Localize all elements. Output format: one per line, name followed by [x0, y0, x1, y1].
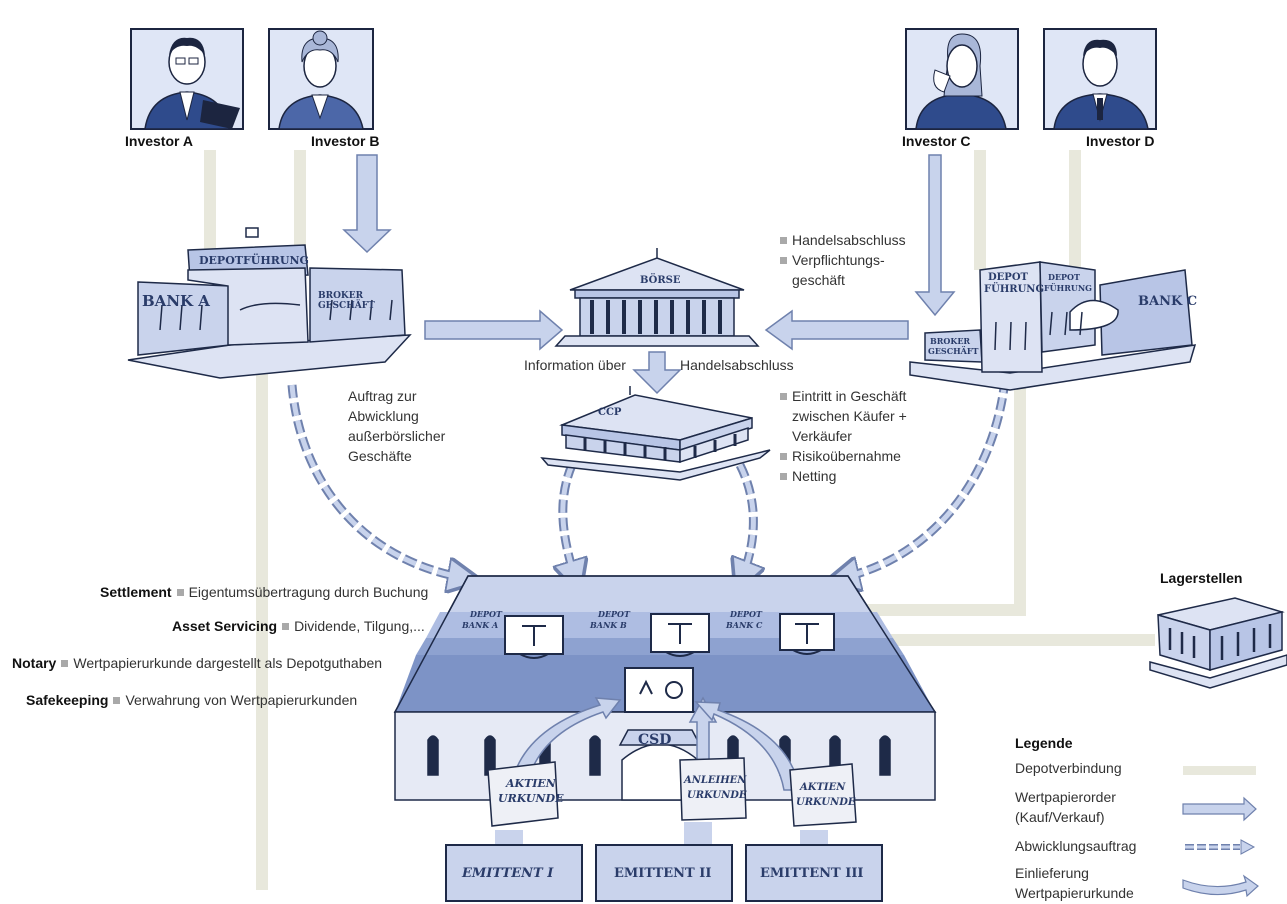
legend-swatches	[1182, 766, 1259, 898]
investor-a-portrait	[130, 28, 244, 130]
bank-c-building	[909, 261, 1197, 391]
function-safekeeping-desc: Verwahrung von Wertpapierurkunden	[125, 692, 358, 708]
csd-depot-c-2: BANK C	[725, 620, 763, 630]
csd-depot-b-2: BANK B	[589, 620, 627, 630]
certificate-scrolls	[487, 757, 857, 827]
order-arrow-bank-c-boerse	[764, 309, 909, 351]
legend-abwicklungsauftrag: Abwicklungsauftrag	[1015, 838, 1137, 854]
csd-depot-b-1: DEPOT	[597, 609, 631, 619]
cert-1-line1: AKTIEN	[505, 777, 557, 790]
cert-1-line2: URKUNDE	[498, 792, 564, 805]
auftrag-note: Auftrag zur Abwicklung außerbörslicher G…	[348, 386, 445, 466]
function-asset-servicing-desc: Dividende, Tilgung,...	[294, 618, 425, 634]
auftrag-line-1: Auftrag zur	[348, 388, 417, 404]
order-arrows	[342, 154, 956, 395]
legend-depotverbindung: Depotverbindung	[1015, 760, 1122, 776]
emittent-2: EMITTENT II	[614, 866, 711, 881]
depot-connection-lines	[204, 150, 1155, 890]
order-arrow-bank-a-boerse	[424, 309, 564, 351]
function-notary-desc: Wertpapierurkunde dargestellt als Depotg…	[73, 655, 383, 671]
lagerstellen-building	[1149, 597, 1287, 689]
bank-c-depot1-2: FÜHRUNG	[984, 282, 1044, 295]
boerse-note-2: Verpflichtungs-	[792, 252, 885, 268]
bank-c-depot2-2: FÜHRUNG	[1044, 283, 1092, 293]
investor-b-portrait	[268, 28, 374, 130]
emittent-3: EMITTENT III	[760, 866, 864, 881]
auftrag-line-2: Abwicklung	[348, 408, 419, 424]
bank-a-broker-1: BROKER	[318, 291, 364, 301]
lagerstellen-label: Lagerstellen	[1160, 570, 1243, 586]
auftrag-line-4: Geschäfte	[348, 448, 412, 464]
order-arrow-investor-c	[914, 154, 956, 317]
legend-title: Legende	[1015, 735, 1073, 751]
boerse-name: BÖRSE	[640, 273, 681, 286]
ccp-notes: Eintritt in Geschäft zwischen Käufer + V…	[780, 386, 907, 486]
function-safekeeping: Safekeeping Verwahrung von Wertpapierurku…	[26, 692, 357, 708]
function-notary: Notary Wertpapierurkunde dargestellt als …	[12, 655, 382, 671]
emittent-1: EMITTENT I	[461, 866, 554, 881]
bank-a-name: BANK A	[142, 292, 210, 310]
csd-monitors	[504, 613, 835, 713]
legend: Legende Depotverbindung Wertpapierorder …	[1015, 735, 1175, 903]
boerse-notes: Handelsabschluss Verpflichtungs- geschäf…	[780, 230, 906, 290]
function-asset-servicing: Asset Servicing Dividende, Tilgung,...	[172, 618, 425, 634]
ccp-note-5: Netting	[792, 468, 837, 484]
info-right: Handelsabschluss	[680, 357, 794, 373]
bank-a-building	[127, 227, 412, 379]
cert-3-line2: URKUNDE	[796, 797, 856, 808]
auftrag-line-3: außerbörslicher	[348, 428, 446, 444]
bank-c-broker-2: GESCHÄFT	[928, 346, 979, 356]
csd-depot-c-1: DEPOT	[729, 609, 763, 619]
csd-name: CSD	[638, 732, 671, 748]
boerse-note-1: Handelsabschluss	[792, 232, 906, 248]
bank-c-name: BANK C	[1138, 294, 1197, 309]
cert-3-line1: AKTIEN	[799, 782, 846, 793]
ccp-note-1: Eintritt in Geschäft	[792, 388, 907, 404]
legend-wertpapierorder: Wertpapierorder (Kauf/Verkauf)	[1015, 789, 1116, 825]
function-settlement-desc: Eigentumsübertragung durch Buchung	[188, 584, 429, 600]
cert-2-line1: ANLEIHEN	[683, 775, 747, 786]
ccp-note-2: zwischen Käufer +	[792, 408, 907, 424]
investor-c-portrait	[905, 28, 1019, 130]
ccp-name: CCP	[598, 407, 622, 418]
investor-c-label: Investor C	[902, 133, 971, 149]
ccp-note-3: Verkäufer	[792, 428, 852, 444]
investor-a-label: Investor A	[125, 133, 193, 149]
bank-a-depot-text: DEPOTFÜHRUNG	[199, 253, 309, 267]
legend-einlieferung: Einlieferung Wertpapierurkunde	[1015, 865, 1134, 901]
cert-2-line2: URKUNDE	[687, 790, 747, 801]
bank-a-broker-2: GESCHÄFT	[318, 298, 375, 311]
ccp-note-4: Risikoübernahme	[792, 448, 901, 464]
bank-c-depot2-1: DEPOT	[1048, 272, 1080, 282]
investor-d-label: Investor D	[1086, 133, 1155, 149]
csd-depot-a-1: DEPOT	[469, 609, 503, 619]
function-safekeeping-title: Safekeeping	[26, 692, 109, 708]
info-left: Information über	[524, 357, 626, 373]
boerse-building	[554, 248, 760, 347]
bank-c-broker-1: BROKER	[930, 336, 970, 346]
csd-depot-a-2: BANK A	[461, 620, 498, 630]
function-notary-title: Notary	[12, 655, 57, 671]
boerse-note-3: geschäft	[792, 272, 845, 288]
function-settlement-title: Settlement	[100, 584, 172, 600]
function-settlement: Settlement Eigentumsübertragung durch Buc…	[100, 584, 428, 600]
function-asset-servicing-title: Asset Servicing	[172, 618, 278, 634]
ccp-building	[540, 386, 771, 481]
emittent-tiles	[445, 844, 883, 902]
order-arrow-boerse-ccp	[632, 351, 682, 395]
order-arrow-investor-b	[342, 154, 392, 254]
investor-b-label: Investor B	[311, 133, 380, 149]
investor-d-portrait	[1043, 28, 1157, 130]
bank-c-depot1-1: DEPOT	[988, 272, 1029, 283]
